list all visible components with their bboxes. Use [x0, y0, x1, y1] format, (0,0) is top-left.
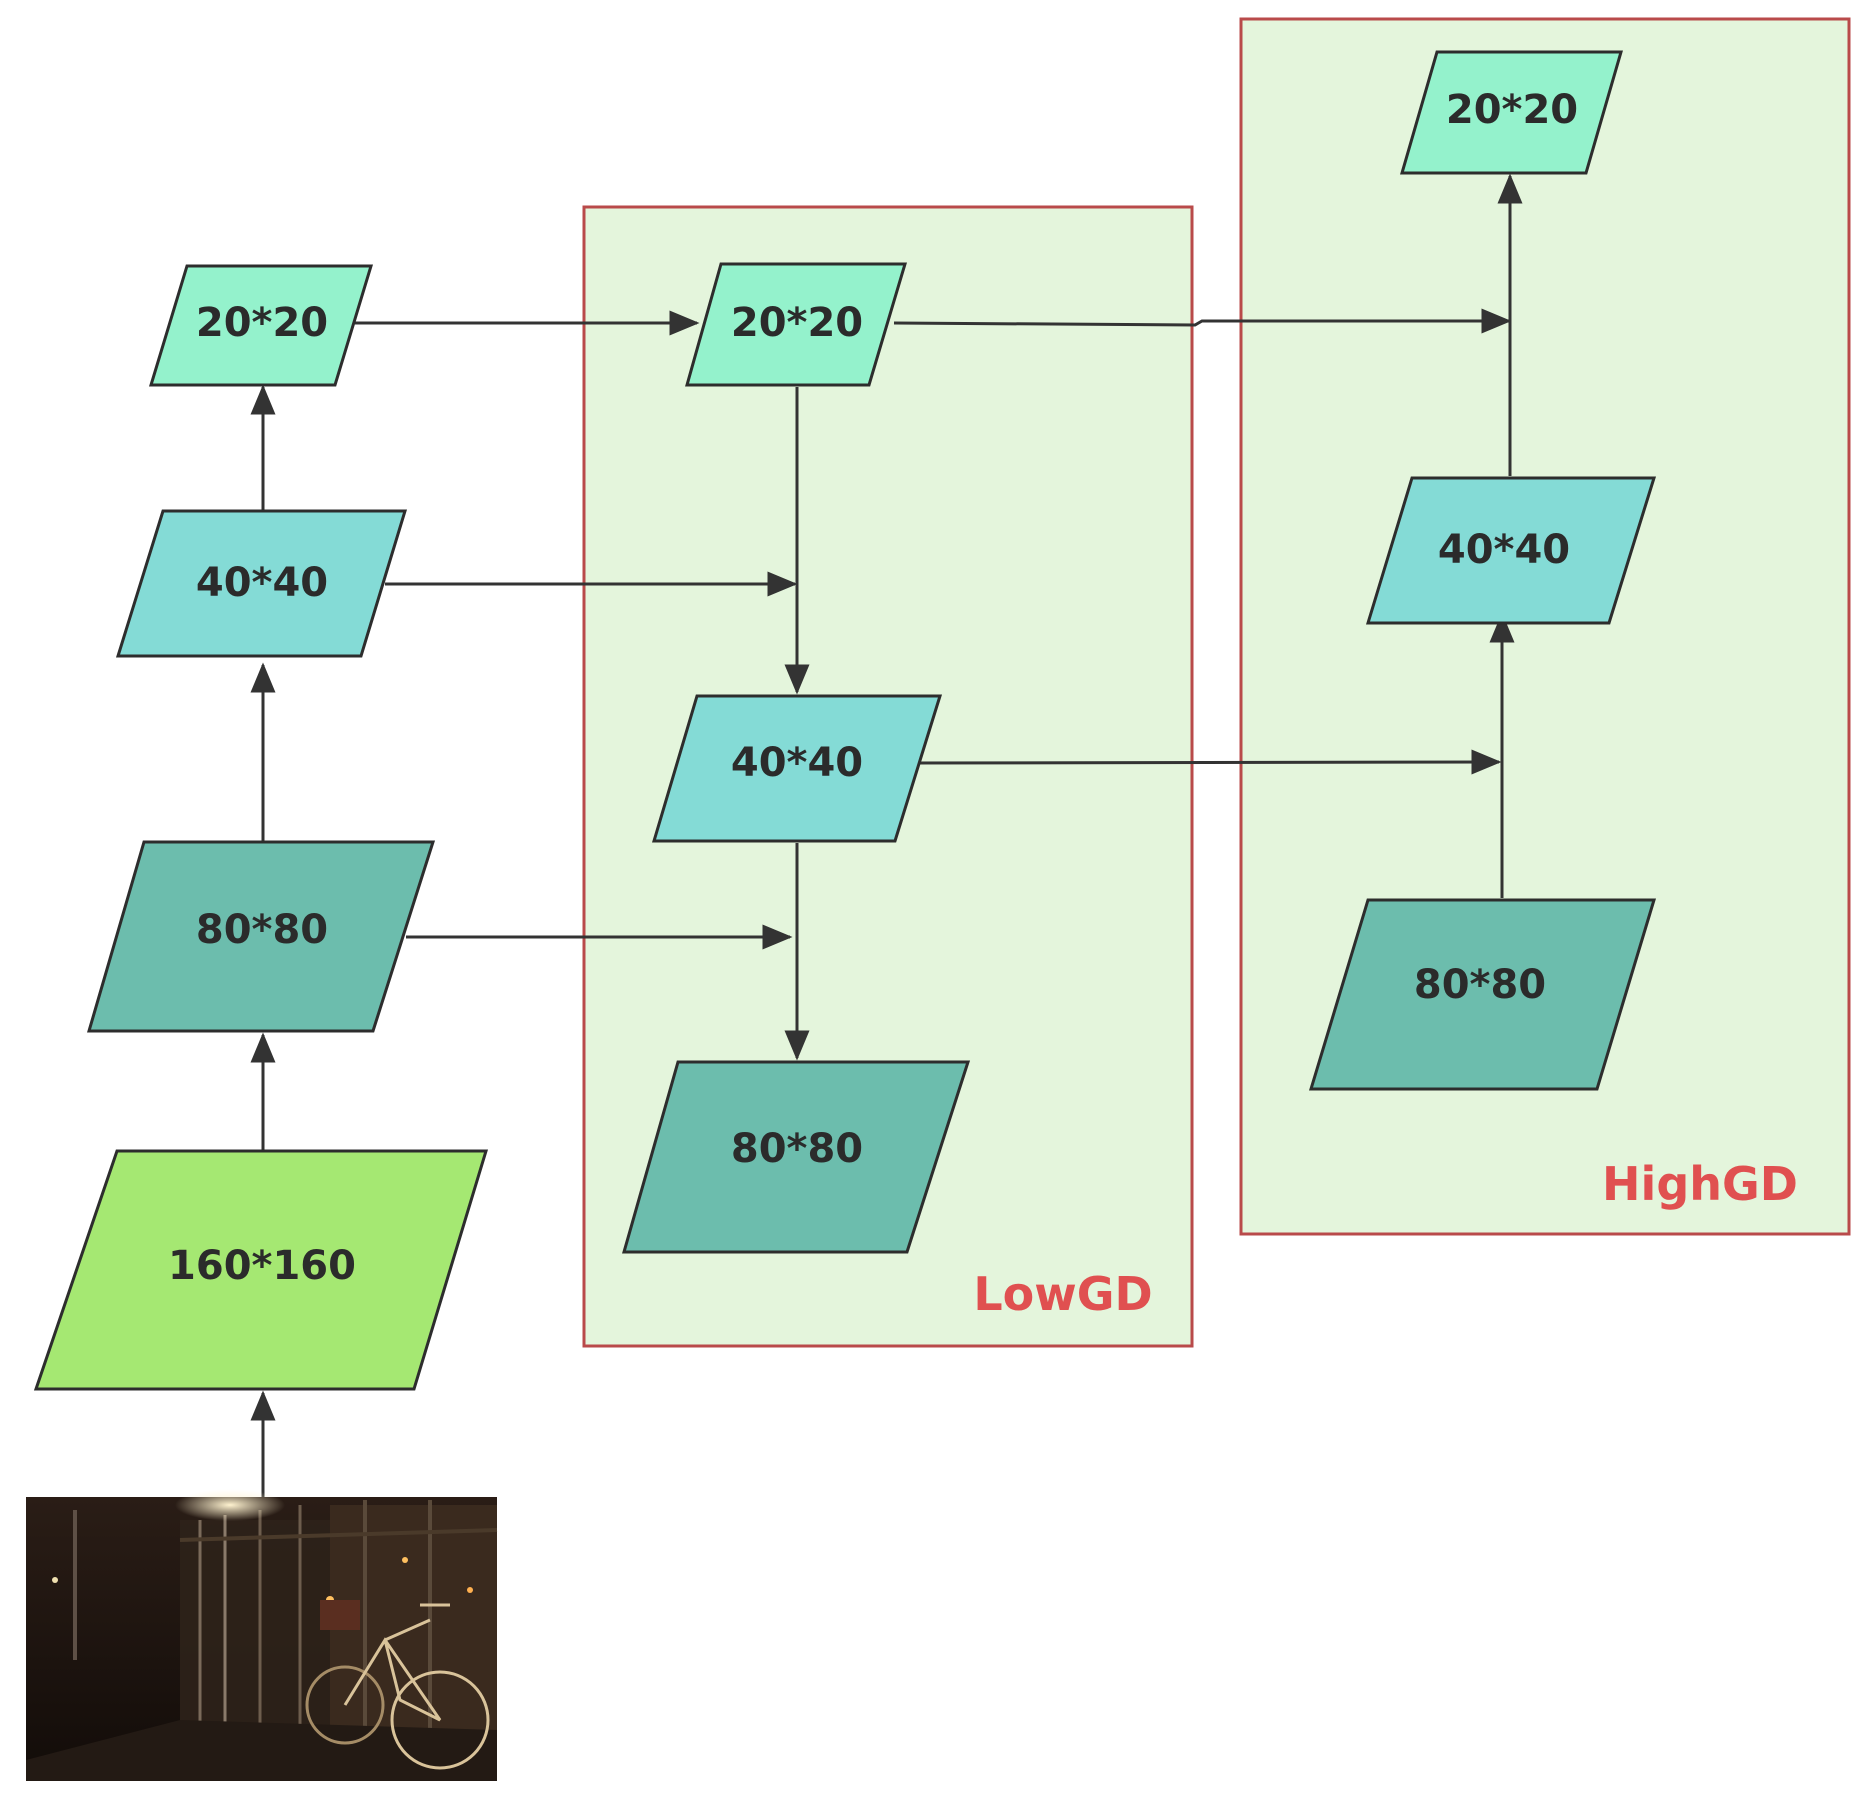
node-label: 80*80 — [731, 1126, 863, 1172]
node-h20: 20*20 — [1400, 50, 1623, 175]
node-h80: 80*80 — [1308, 898, 1657, 1091]
node-shape — [87, 840, 436, 1033]
highgd-label: HighGD — [1602, 1157, 1798, 1211]
node-label: 20*20 — [196, 300, 328, 346]
edge-l40-to-h40 — [910, 749, 1502, 775]
node-shape — [622, 1060, 971, 1254]
node-label: 40*40 — [196, 560, 328, 606]
node-label: 20*20 — [1446, 87, 1578, 133]
node-b80: 80*80 — [87, 840, 436, 1033]
node-h40: 40*40 — [1365, 476, 1657, 625]
node-l20: 20*20 — [685, 262, 908, 387]
node-label: 80*80 — [1414, 962, 1546, 1008]
node-l80: 80*80 — [622, 1060, 971, 1254]
edge-l20-to-h20 — [893, 308, 1512, 334]
node-b160: 160*160 — [33, 1149, 489, 1391]
node-shape — [685, 262, 908, 387]
node-b40: 40*40 — [115, 509, 408, 658]
node-label: 80*80 — [196, 907, 328, 953]
lowgd-label: LowGD — [973, 1267, 1152, 1321]
node-label: 40*40 — [1438, 527, 1570, 573]
node-shape — [115, 509, 408, 658]
node-label: 160*160 — [168, 1243, 356, 1289]
node-label: 20*20 — [731, 300, 863, 346]
node-shape — [148, 264, 374, 387]
node-shape — [1400, 50, 1623, 175]
node-b20: 20*20 — [148, 264, 374, 387]
nodes: 20*20 40*40 80*80 160*160 20*20 40*40 80*80 20*… — [33, 50, 1657, 1391]
node-l40: 40*40 — [651, 694, 943, 843]
node-label: 40*40 — [731, 740, 863, 786]
node-shape — [1308, 898, 1657, 1091]
node-shape — [651, 694, 943, 843]
node-shape — [33, 1149, 489, 1391]
night-street-bicycle-photo-icon — [26, 1489, 498, 1781]
node-shape — [1365, 476, 1657, 625]
edges — [250, 173, 1523, 1497]
